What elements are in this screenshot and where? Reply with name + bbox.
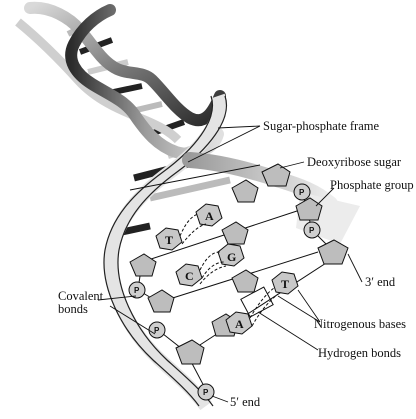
- deoxyribose-sugars: [129, 163, 349, 365]
- base-a-upper-label: A: [205, 209, 214, 223]
- base-t-upper: T: [155, 227, 183, 251]
- sugar: [231, 269, 259, 293]
- phosphate-left-1-label: P: [134, 286, 140, 295]
- hydrogen-bonds: [179, 213, 279, 327]
- label-five-prime-end: 5′ end: [230, 395, 261, 409]
- sugar: [261, 163, 291, 187]
- base-a-lower-label: A: [235, 317, 244, 331]
- sugar: [147, 289, 175, 313]
- diagram-labels: Sugar-phosphate frame Deoxyribose sugar …: [58, 119, 414, 409]
- base-c-label: C: [185, 269, 194, 283]
- helix-lower-sweep: [104, 93, 227, 411]
- sugar: [295, 197, 323, 221]
- label-nitrogenous-bases: Nitrogenous bases: [314, 317, 406, 331]
- label-hydrogen-bonds: Hydrogen bonds: [318, 346, 401, 360]
- helix-front-strand-2: [65, 4, 224, 160]
- helix-lower-sweep-edge-left: [103, 95, 213, 407]
- phosphate-right-2: P: [303, 221, 321, 239]
- base-a-lower: A: [225, 311, 253, 335]
- phosphate-right-1-label: P: [299, 188, 305, 197]
- sugar: [231, 179, 259, 203]
- sugar: [221, 221, 249, 245]
- label-sugar-phosphate-frame: Sugar-phosphate frame: [263, 119, 379, 133]
- base-t-lower-label: T: [281, 277, 289, 291]
- sugar: [129, 253, 157, 277]
- label-covalent-bonds-line2: bonds: [58, 302, 88, 316]
- helix-front-strand-1: [24, 1, 226, 126]
- phosphate-groups: P P P P P: [128, 183, 321, 401]
- phosphate-left-2-label: P: [154, 326, 160, 335]
- sugar: [175, 339, 205, 365]
- label-three-prime-end: 3′ end: [365, 275, 396, 289]
- base-t-lower: T: [271, 271, 299, 295]
- phosphate-5-end-label: P: [203, 388, 209, 397]
- label-deoxyribose-sugar: Deoxyribose sugar: [307, 155, 402, 169]
- phosphate-left-2: P: [148, 321, 166, 339]
- leader-lines: [97, 125, 363, 403]
- base-g: G: [217, 243, 245, 267]
- phosphate-right-1: P: [293, 183, 311, 201]
- phosphate-right-2-label: P: [309, 226, 315, 235]
- hydrogen-bond-highlight-box: [240, 286, 274, 318]
- nitrogenous-bases: T A C G A T: [155, 203, 299, 335]
- helix-back-strand: [15, 18, 182, 144]
- phosphate-left-1: P: [128, 281, 146, 299]
- sugar: [317, 239, 349, 265]
- base-c: C: [175, 263, 203, 287]
- phosphate-5-end: P: [197, 383, 215, 401]
- base-t-upper-label: T: [165, 233, 173, 247]
- base-a-upper: A: [195, 203, 223, 227]
- base-g-label: G: [227, 250, 236, 264]
- label-covalent-bonds-line1: Covalent: [58, 289, 104, 303]
- helix-lower-sweep-edge-right: [117, 95, 227, 407]
- label-phosphate-group: Phosphate group: [330, 178, 414, 192]
